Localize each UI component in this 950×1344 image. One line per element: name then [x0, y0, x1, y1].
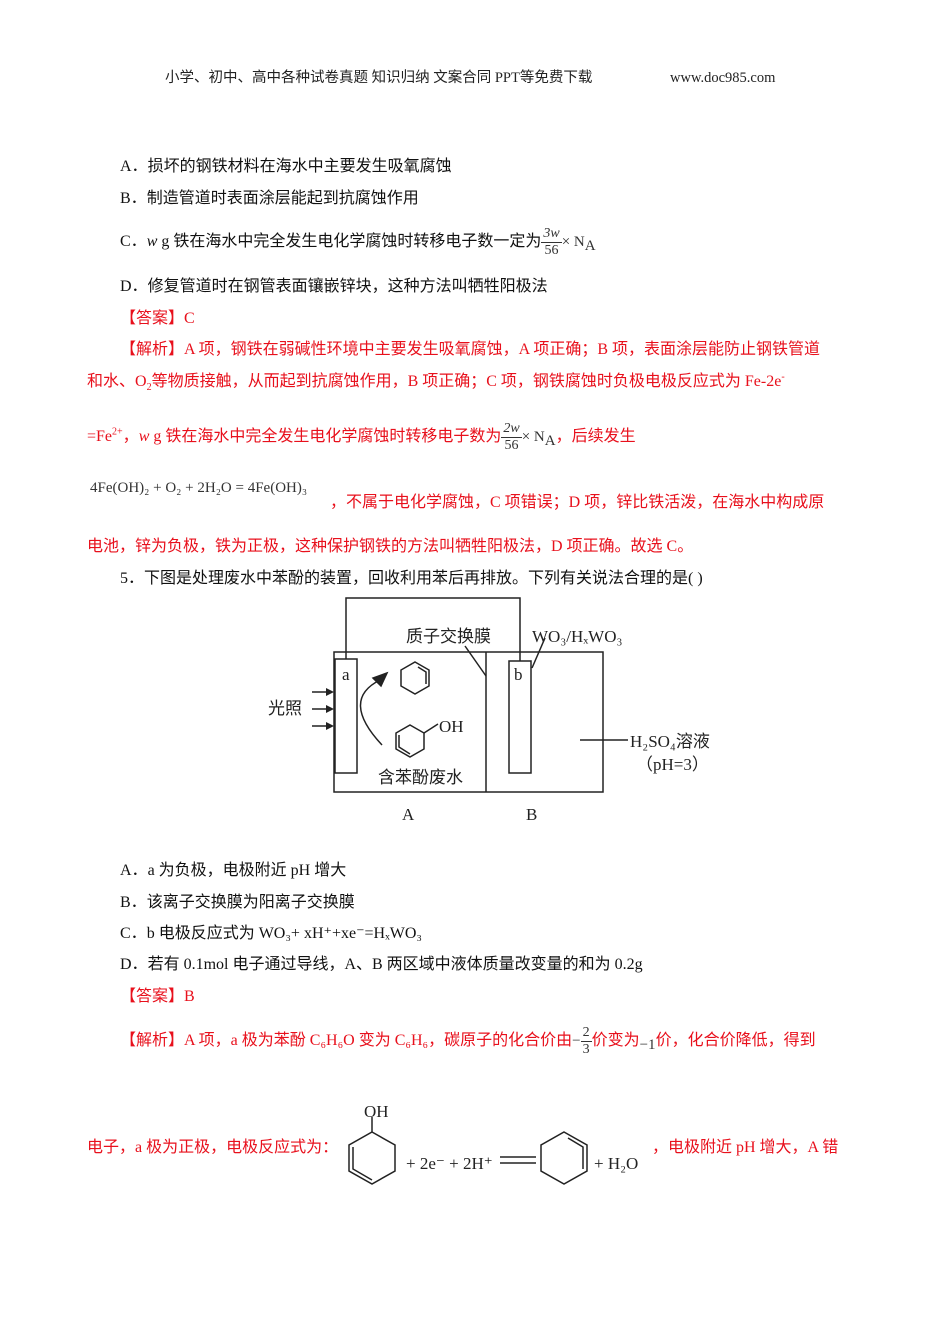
svg-text:含苯酚废水: 含苯酚废水: [378, 768, 463, 787]
svg-text:H₂SO₄溶液: H₂SO₄溶液: [630, 732, 710, 751]
q5-analysis-line2b: ，电极附近 pH 增大，A 错: [652, 1139, 839, 1156]
q5-option-a: A．a 为负极，电极附近 pH 增大: [120, 862, 347, 879]
electrolysis-diagram: 质子交换膜 WO₃/HₓWO₃ a b 光照 OH 含苯酚废水 H₂SO₄溶液 …: [268, 597, 710, 824]
phenol-icon: [348, 1117, 396, 1185]
cell-outline: [333, 651, 604, 793]
q5-option-d: D．若有 0.1mol 电子通过导线，A、B 两区域中液体质量改变量的和为 0.…: [120, 956, 643, 973]
svg-text:A: A: [402, 805, 415, 824]
q4-analysis-line5: 电池，锌为负极，铁为正极，这种保护钢铁的方法叫牺牲阳极法，D 项正确。故选 C。: [87, 538, 694, 555]
svg-text:a: a: [342, 665, 350, 684]
svg-text:+ 2e⁻ + 2H⁺: + 2e⁻ + 2H⁺: [406, 1154, 493, 1173]
q4-option-a: A．损坏的钢铁材料在海水中主要发生吸氧腐蚀: [120, 158, 452, 175]
svg-text:光照: 光照: [268, 699, 302, 718]
svg-text:OH: OH: [364, 1102, 389, 1121]
q4-option-b: B．制造管道时表面涂层能起到抗腐蚀作用: [120, 190, 419, 207]
q5-stem: 5．下图是处理废水中苯酚的装置，回收利用苯后再排放。下列有关说法合理的是( ): [120, 570, 703, 587]
reaction-arrow: [359, 679, 383, 746]
q5-option-c: C．b 电极反应式为 WO₃+ xH⁺+xe⁻=HₓWO₃: [120, 925, 422, 942]
svg-text:+ H₂O: + H₂O: [594, 1154, 638, 1173]
q4-analysis-line1: 【解析】A 项，钢铁在弱碱性环境中主要发生吸氧腐蚀，A 项正确；B 项，表面涂层…: [120, 341, 821, 358]
phenol-icon: [395, 723, 439, 758]
q5-answer: 【答案】B: [120, 988, 195, 1005]
q4-option-d: D．修复管道时在钢管表面镶嵌锌块，这种方法叫牺牲阳极法: [120, 278, 548, 295]
benzene-icon: [540, 1131, 588, 1185]
svg-text:B: B: [526, 805, 537, 824]
q4-answer: 【答案】C: [120, 310, 195, 327]
q5-analysis-line2a: 电子，a 极为正极，电极反应式为：: [87, 1139, 339, 1156]
header-text: 小学、初中、高中各种试卷真题 知识归纳 文案合同 PPT等免费下载: [165, 70, 593, 86]
wire: [345, 597, 521, 661]
svg-text:质子交换膜: 质子交换膜: [406, 627, 491, 646]
q4-analysis-line2: 和水、O2等物质接触，从而起到抗腐蚀作用，B 项正确；C 项，钢铁腐蚀时负极电极…: [87, 371, 785, 394]
header-link[interactable]: www.doc985.com: [670, 70, 776, 86]
q4-equation: 4Fe(OH)₂ + O₂ + 2H₂O = 4Fe(OH)₃: [90, 480, 308, 496]
svg-text:（pH=3）: （pH=3）: [636, 755, 709, 774]
reaction-equation: OH + 2e⁻ + 2H⁺ + H₂O: [348, 1102, 638, 1185]
q4-analysis-line4: ，不属于电化学腐蚀，C 项错误；D 项，锌比铁活泼，在海水中构成原: [330, 494, 825, 511]
benzene-icon: [400, 661, 430, 695]
svg-text:OH: OH: [439, 717, 464, 736]
svg-text:b: b: [514, 665, 523, 684]
q5-option-b: B．该离子交换膜为阳离子交换膜: [120, 894, 355, 911]
svg-text:WO₃/HₓWO₃: WO₃/HₓWO₃: [532, 627, 623, 646]
